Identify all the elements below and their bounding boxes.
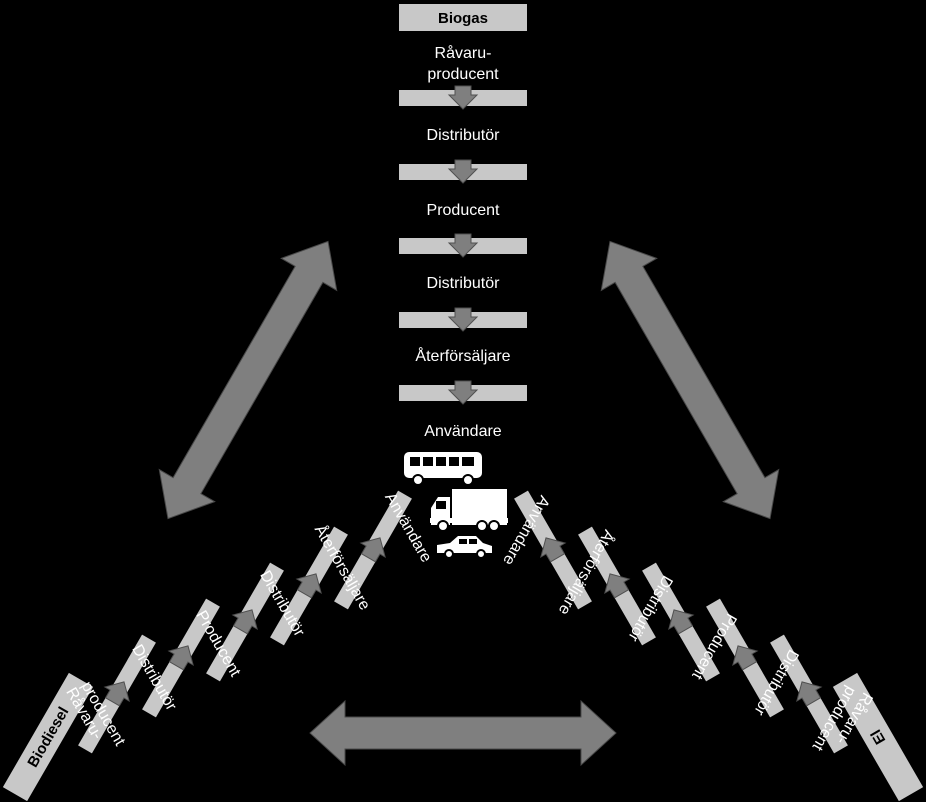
el-header: El	[832, 672, 924, 802]
biogas-step-user: Användare	[424, 423, 501, 440]
biogas-header-bar	[399, 4, 527, 31]
biodiesel-bar-5	[334, 490, 412, 610]
biodiesel-bar-3	[206, 562, 284, 682]
bus-icon	[404, 452, 482, 486]
left-link-arrow	[158, 240, 338, 520]
car-icon	[437, 536, 492, 559]
biogas-step-distributor-1: Distributör	[427, 127, 501, 144]
biodiesel-bar-2	[142, 598, 220, 718]
biogas-step-distributor-2: Distributör	[427, 275, 501, 292]
biodiesel-bar-1	[78, 634, 156, 754]
el-bar-5	[514, 490, 592, 610]
bottom-link-arrow	[309, 699, 617, 767]
el-bar-1	[770, 634, 848, 754]
biodiesel-bar-4	[270, 526, 348, 646]
biogas-chain: Biogas Råvaru- producent Distributör Pro…	[399, 4, 527, 440]
el-bar-4	[578, 526, 656, 646]
biogas-step-raw-1: Råvaru-	[435, 44, 492, 62]
biodiesel-chain: Biodiesel Råvaru- producent Distributör …	[2, 490, 435, 802]
el-chain: El Råvaru- producent Distributör Produce…	[499, 490, 924, 802]
truck-icon	[430, 489, 508, 532]
biogas-step-raw-2: producent	[427, 66, 499, 83]
biogas-step-producer: Producent	[427, 202, 500, 219]
right-link-arrow	[600, 240, 780, 520]
biogas-header-label: Biogas	[438, 10, 488, 27]
el-bar-3	[642, 562, 720, 682]
el-bar-2	[706, 598, 784, 718]
biogas-step-retailer: Återförsäljare	[415, 346, 510, 365]
